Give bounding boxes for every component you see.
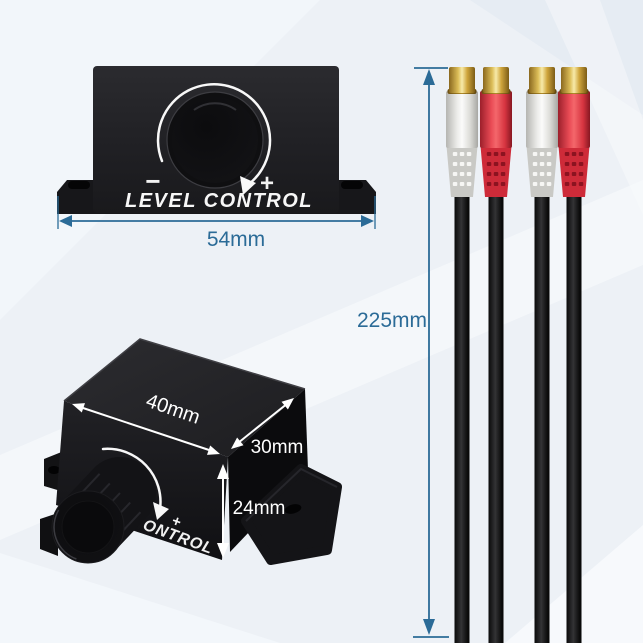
arrow-icon: [281, 398, 294, 410]
arrow-right-icon: [361, 215, 374, 227]
arrow-down-icon: [423, 619, 435, 635]
grip-dots: [452, 152, 472, 186]
height-dimension-label: 24mm: [233, 498, 286, 519]
volume-knob-iso: [51, 457, 156, 564]
connector-body: [480, 91, 512, 148]
dimension-end-ticks: [413, 67, 449, 638]
rotation-arrowhead-icon: [153, 502, 169, 520]
dimension-24mm: 24mm: [217, 464, 285, 558]
arrow-icon: [217, 464, 229, 479]
rotation-arc: [101, 447, 162, 511]
rca-connector-white-1: [446, 67, 478, 197]
arrow-icon: [72, 403, 85, 413]
rca-connector-red-2: [558, 67, 590, 197]
dimension-line: [237, 402, 289, 444]
cable-2: [488, 170, 504, 643]
front-view: − + LEVEL CONTROL 54mm: [57, 66, 376, 251]
grip-dots: [564, 152, 584, 186]
cable-1: [454, 170, 470, 643]
screw-slot-right: [341, 181, 363, 189]
box-right-face: [228, 389, 308, 552]
rca-connector-red-1: [480, 67, 512, 197]
cable-3: [534, 170, 550, 643]
screw-slot: [48, 466, 60, 474]
box-top-face: [64, 339, 305, 457]
arrow-left-icon: [59, 215, 72, 227]
background-facet: [545, 0, 643, 215]
connector-body: [558, 91, 590, 148]
arrow-icon: [207, 445, 220, 455]
volume-knob-front: [172, 97, 258, 183]
plus-mark: +: [260, 170, 274, 197]
rotation-arc: [156, 83, 272, 186]
width-dimension-label: 54mm: [207, 228, 265, 251]
rotation-arrowhead-icon: [240, 176, 256, 195]
dimension-line: [82, 407, 210, 451]
arrow-icon: [231, 437, 244, 449]
background-facet: [470, 0, 643, 115]
screw-slot-left: [68, 181, 90, 189]
knob-face-inner: [61, 500, 115, 554]
knob-recess-highlight: [193, 102, 237, 111]
knob-rim-highlight: [53, 509, 77, 560]
dimension-54mm: 54mm: [57, 196, 376, 251]
arrow-icon: [217, 543, 229, 558]
box-edge-highlight: [63, 338, 306, 402]
depth-dimension-label: 30mm: [251, 437, 304, 458]
dimension-end-ticks: [57, 196, 376, 229]
length-dimension-label: 225mm: [357, 309, 427, 332]
gold-tip: [449, 67, 475, 93]
dimension-30mm: 30mm: [231, 398, 303, 458]
screw-hole: [284, 504, 302, 514]
gold-tip: [483, 67, 509, 93]
minus-mark: −: [145, 166, 160, 196]
flange-edge-highlight: [245, 467, 338, 522]
grip-dots: [486, 152, 506, 186]
rca-connector-white-2: [526, 67, 558, 197]
arrow-up-icon: [423, 69, 435, 85]
level-control-label: LEVEL CONTROL: [125, 190, 313, 212]
gold-tip: [529, 67, 555, 93]
iso-view: + ONTROL 40mm 30mm 24mm: [40, 338, 342, 565]
connector-body: [526, 91, 558, 148]
connector-body: [446, 91, 478, 148]
grip-dots: [532, 152, 552, 186]
cable-4: [566, 170, 582, 643]
background-facet: [0, 553, 280, 643]
rca-cables: 225mm: [357, 67, 590, 643]
dimension-225mm: 225mm: [357, 67, 449, 638]
gold-tip: [561, 67, 587, 93]
